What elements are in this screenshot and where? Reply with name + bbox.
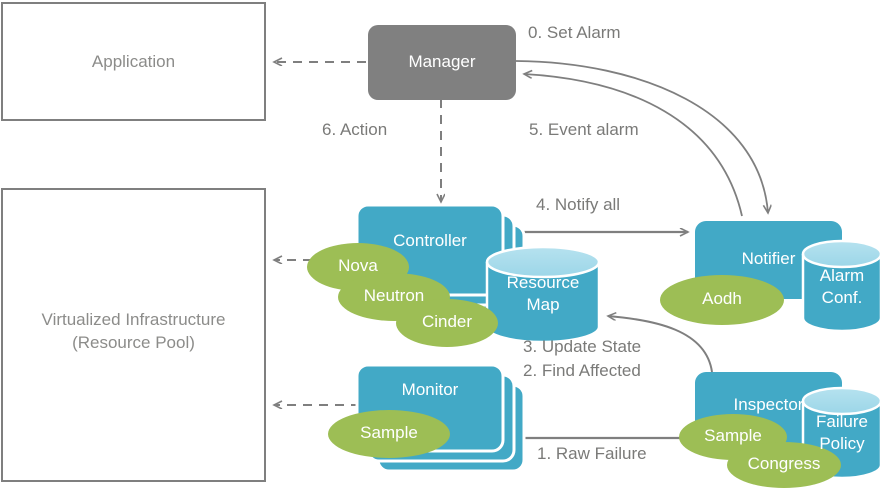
manager-box — [368, 25, 516, 100]
flow-label-notify-all: 4. Notify all — [536, 195, 621, 214]
flow-label-raw-failure: 1. Raw Failure — [537, 444, 647, 463]
alarm-conf-label-line1: Alarm — [819, 266, 865, 285]
resource-map-label-line1: Resource — [506, 273, 580, 292]
flow-label-find-affected: 2. Find Affected — [523, 361, 641, 380]
pill-sample-monitor — [328, 410, 450, 458]
pill-aodh — [660, 275, 784, 325]
edge-event-alarm — [524, 74, 743, 217]
application-box — [1, 2, 266, 121]
resource-map-label-line2: Map — [526, 295, 560, 314]
flow-label-event-alarm: 5. Event alarm — [529, 120, 639, 139]
pill-sample-inspector-label: Sample — [704, 426, 762, 445]
flow-label-set-alarm: 0. Set Alarm — [528, 23, 621, 42]
edge-set-alarm — [515, 60, 768, 213]
controller-label: Controller — [393, 231, 467, 250]
monitor-label: Monitor — [401, 380, 459, 399]
virtualized-infrastructure-label-line1: Virtualized Infrastructure — [41, 310, 226, 329]
virtualized-infrastructure-label-line2: (Resource Pool) — [72, 333, 195, 352]
failure-policy-label-line2: Policy — [819, 434, 865, 453]
resource-map-cylinder — [485, 245, 601, 344]
pill-nova-label: Nova — [338, 256, 378, 275]
flow-label-action: 6. Action — [322, 120, 388, 139]
pill-neutron-label: Neutron — [363, 286, 425, 305]
alarm-conf-label-line2: Conf. — [821, 288, 863, 307]
pill-congress-label: Congress — [747, 454, 821, 473]
notifier-label: Notifier — [741, 249, 796, 268]
pill-sample-monitor-label: Sample — [360, 423, 418, 442]
failure-policy-label-line1: Failure — [816, 412, 868, 431]
manager-label: Manager — [408, 52, 476, 71]
virtualized-infrastructure-box — [1, 188, 266, 482]
pill-cinder — [396, 299, 498, 347]
pill-aodh-label: Aodh — [702, 289, 742, 308]
flow-label-update-state: 3. Update State — [523, 337, 642, 356]
edge-inspector-to-resource-map — [608, 316, 713, 373]
inspector-label: Inspector — [733, 395, 804, 414]
alarm-conf-cylinder — [801, 239, 883, 333]
pill-cinder-label: Cinder — [421, 312, 473, 331]
application-label: Application — [91, 52, 176, 71]
pill-congress — [727, 442, 841, 488]
